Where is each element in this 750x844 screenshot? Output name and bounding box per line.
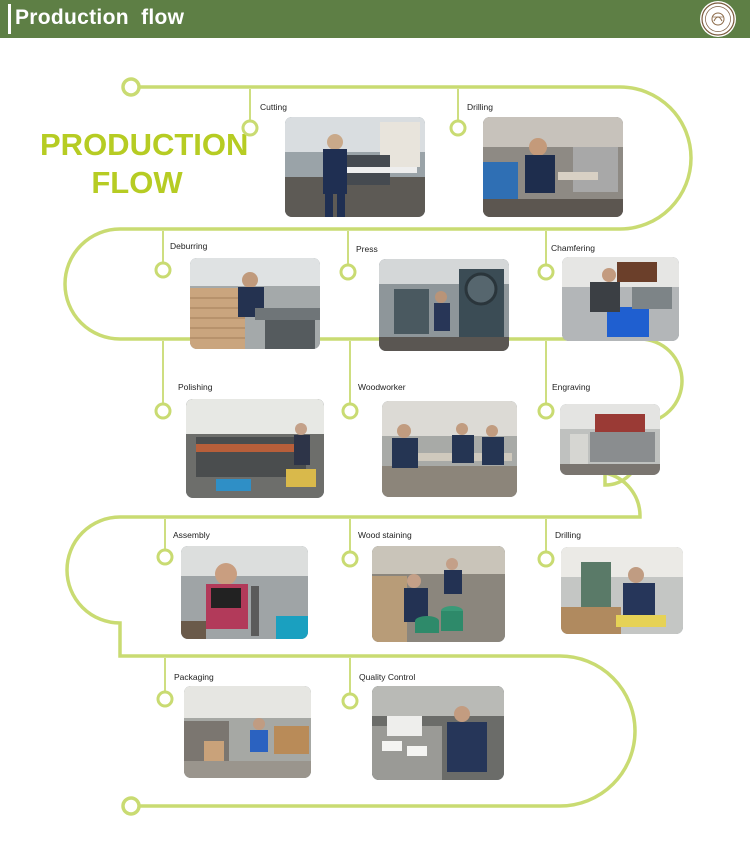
factory-seal-logo [700, 1, 736, 37]
deburring-photo [190, 258, 320, 349]
step-label-chamfering: Chamfering [551, 243, 595, 253]
step-label-assembly: Assembly [173, 530, 210, 540]
engraving-photo [560, 404, 660, 475]
step-label-woodworker: Woodworker [358, 382, 406, 392]
cutting-photo [285, 117, 425, 217]
press-photo [379, 259, 509, 351]
heading-line-1: PRODUCTION [40, 127, 249, 162]
page-title: Production flow [15, 6, 185, 29]
drilling-2-photo [561, 547, 683, 634]
step-label-drilling: Drilling [467, 102, 493, 112]
page-header: Production flow [0, 0, 750, 38]
step-label-press: Press [356, 244, 378, 254]
drilling-photo [483, 117, 623, 217]
step-label-wood-staining: Wood staining [358, 530, 412, 540]
header-accent-bar [8, 4, 11, 34]
step-label-polishing: Polishing [178, 382, 213, 392]
quality-control-photo [372, 686, 504, 780]
step-label-deburring: Deburring [170, 241, 208, 251]
wood-staining-photo [372, 546, 505, 642]
step-label-quality-control: Quality Control [359, 672, 416, 682]
woodworker-photo [382, 401, 517, 497]
chamfering-photo [562, 257, 679, 341]
assembly-photo [181, 546, 308, 639]
step-label-drilling-2: Drilling [555, 530, 581, 540]
polishing-photo [186, 399, 324, 498]
packaging-photo [184, 686, 311, 778]
step-label-engraving: Engraving [552, 382, 591, 392]
step-label-cutting: Cutting [260, 102, 287, 112]
step-label-packaging: Packaging [174, 672, 214, 682]
heading-line-2: FLOW [91, 165, 183, 200]
